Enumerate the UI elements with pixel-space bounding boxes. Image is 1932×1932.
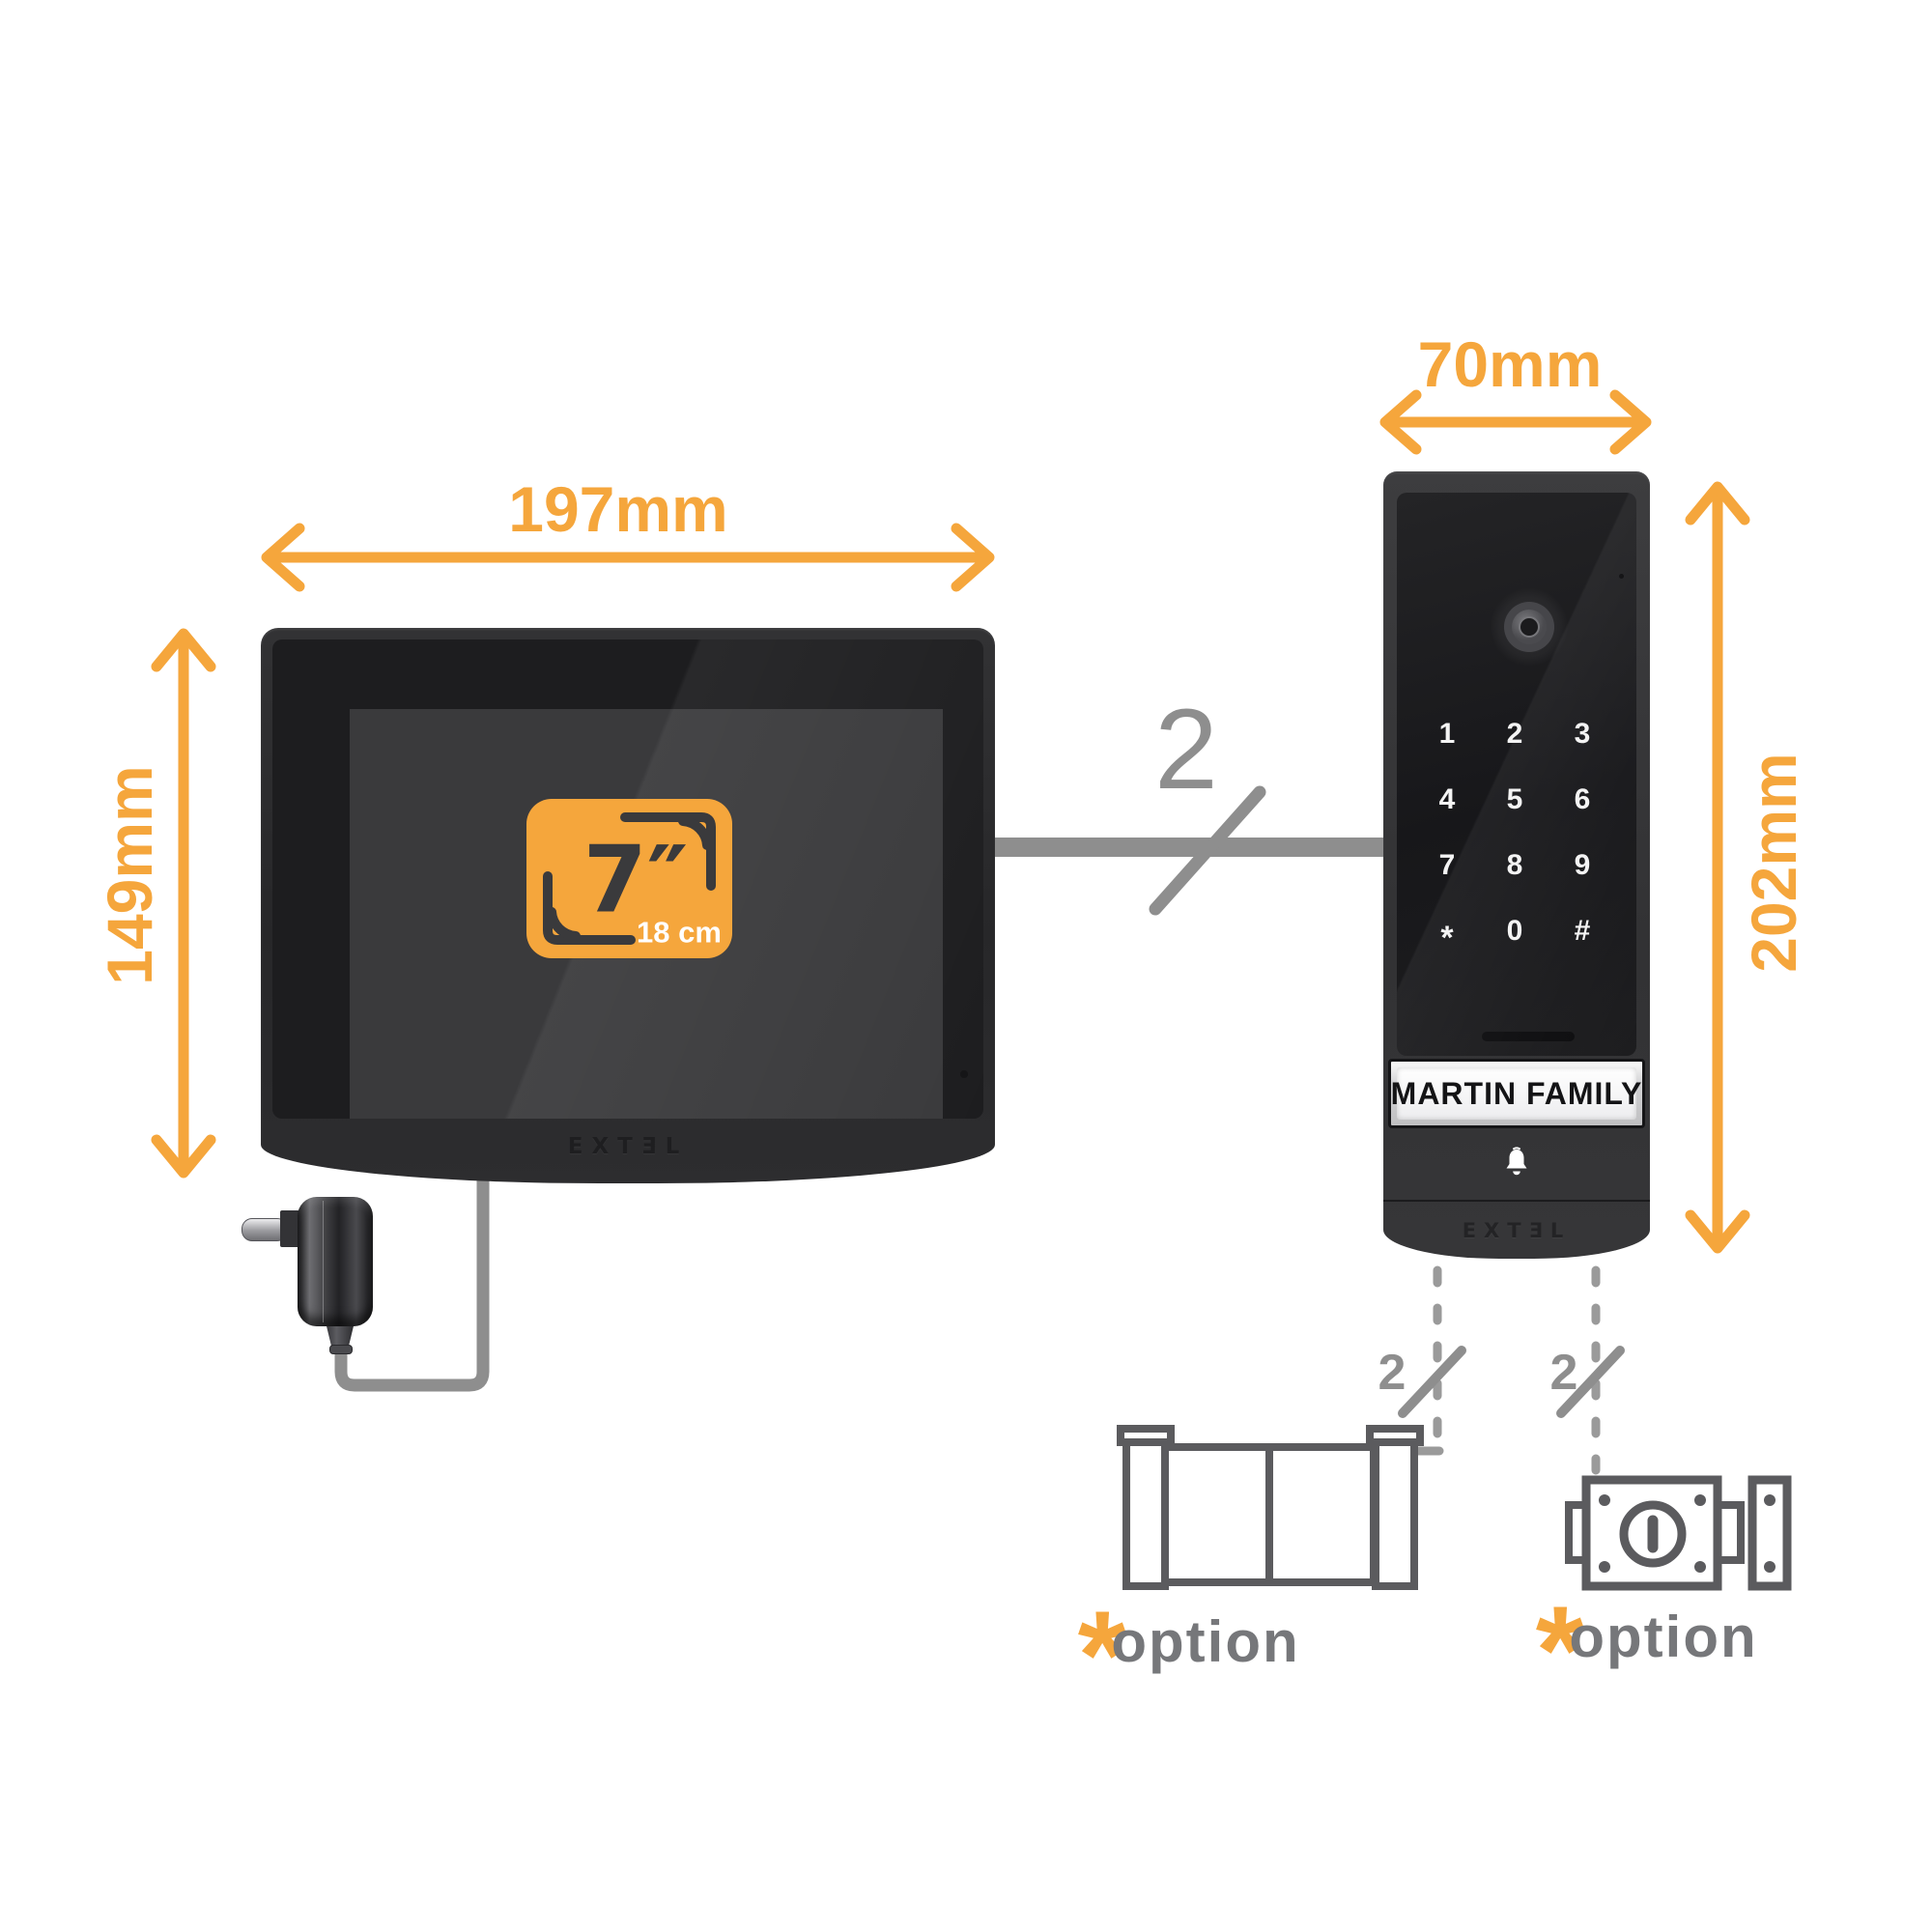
door-station-height-arrow [1685, 481, 1750, 1254]
plug-collar [280, 1210, 301, 1247]
lock-option-marker: * [1535, 1579, 1585, 1720]
nameplate: MARTIN FAMILY [1388, 1059, 1645, 1128]
camera-lens-icon [1491, 588, 1568, 666]
keypad-key-1: 1 [1438, 718, 1456, 750]
monitor-brand-logo: EXTƎL [567, 1134, 689, 1159]
keypad-key-hash: # [1574, 915, 1591, 947]
lock-wire-slash-icon [1556, 1346, 1625, 1418]
keypad-key-6: 6 [1574, 783, 1591, 815]
option-links [1409, 1265, 1601, 1475]
door-station-width-label: 70mm [1417, 328, 1603, 400]
door-station-front-panel [1397, 493, 1636, 1056]
lock-icon [1565, 1475, 1792, 1591]
gate-wire-slash-icon [1398, 1346, 1466, 1418]
speaker-slot [1482, 1032, 1575, 1041]
gate-option-marker: * [1077, 1584, 1127, 1725]
screen-corner-brackets-icon [543, 812, 716, 945]
plug-cable-tip [329, 1345, 353, 1354]
keypad-key-4: 4 [1438, 783, 1456, 815]
keypad-key-9: 9 [1574, 849, 1591, 881]
main-wire-count: 2 [1154, 686, 1218, 813]
keypad-key-2: 2 [1506, 718, 1523, 750]
door-station-keypad: 1 2 3 4 5 6 7 8 9 * 0 # [1413, 701, 1616, 964]
nameplate-text: MARTIN FAMILY [1390, 1075, 1643, 1111]
monitor-width-arrow [261, 523, 995, 592]
microphone-hole [1619, 574, 1624, 579]
main-wire [995, 785, 1387, 916]
monitor-width-label: 197mm [508, 473, 728, 545]
monitor-height-label: 149mm [94, 765, 165, 985]
dimension-arrows [151, 389, 1750, 1254]
keypad-key-star: * [1440, 919, 1454, 956]
badge-size-cm: 18 cm [637, 915, 722, 950]
keypad-key-7: 7 [1438, 849, 1456, 881]
badge-size-inches: 7″ [582, 827, 689, 934]
gate-icon [1117, 1425, 1424, 1590]
keypad-key-3: 3 [1574, 718, 1591, 750]
wire-slash-icon [1149, 785, 1266, 916]
door-station-height-label: 202mm [1738, 753, 1809, 973]
gate-option-label: option [1111, 1609, 1300, 1674]
option-link-slashes [1398, 1346, 1625, 1418]
gate-wire-count: 2 [1378, 1345, 1406, 1401]
keypad-key-8: 8 [1506, 849, 1523, 881]
keypad-key-0: 0 [1506, 915, 1523, 947]
lock-option-label: option [1569, 1605, 1758, 1669]
screen-size-badge: 7″ 18 cm [526, 799, 732, 958]
monitor-led-dot [960, 1070, 968, 1078]
keypad-key-5: 5 [1506, 783, 1523, 815]
door-station-brand-logo: EXTƎL [1462, 1219, 1572, 1242]
door-station: 1 2 3 4 5 6 7 8 9 * 0 # MARTIN FAMILY [1383, 471, 1650, 1259]
monitor-height-arrow [151, 628, 216, 1179]
bell-icon [1506, 1147, 1527, 1176]
indoor-monitor: 7″ 18 cm EXTƎL [261, 628, 995, 1183]
door-station-chin: EXTƎL [1383, 1200, 1650, 1261]
door-station-width-arrow [1379, 389, 1652, 455]
plug-body [298, 1197, 373, 1326]
lock-wire-count: 2 [1549, 1345, 1578, 1401]
call-button-row [1383, 1128, 1650, 1200]
power-wire [334, 1171, 490, 1392]
